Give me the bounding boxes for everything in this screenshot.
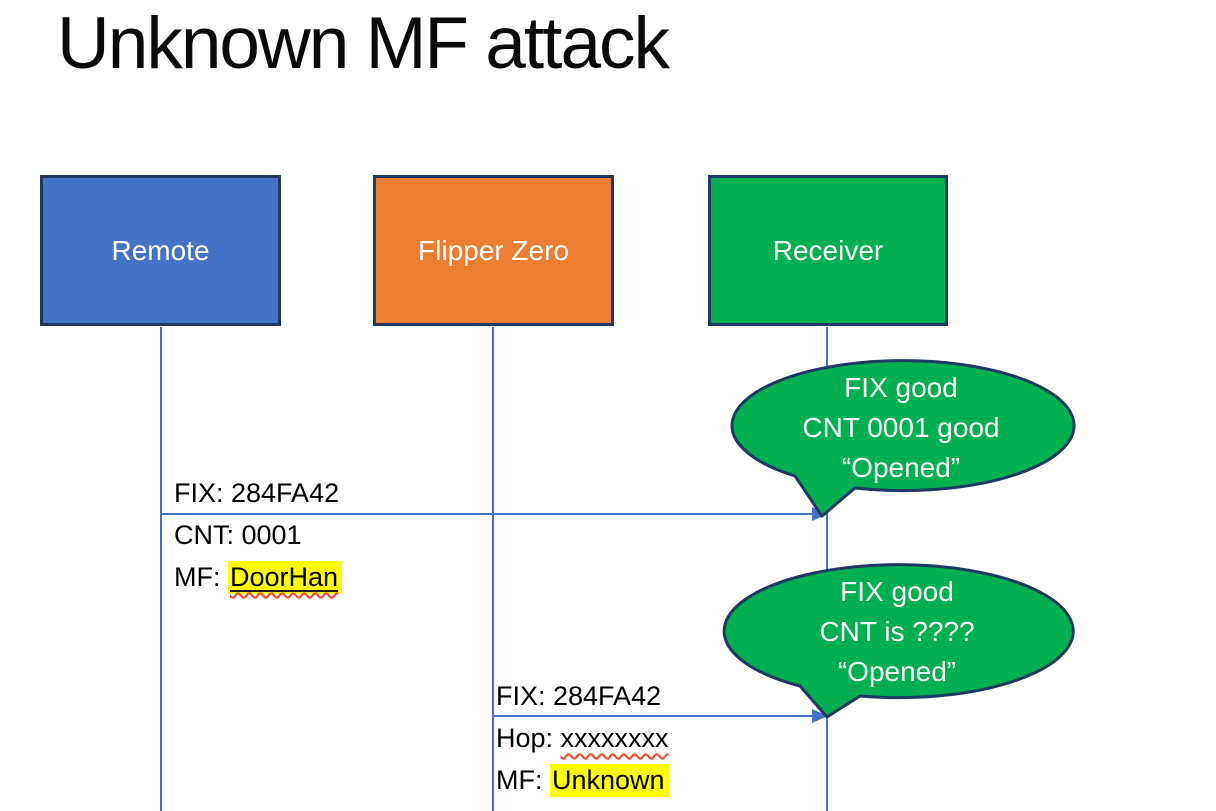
message-1-labels: FIX: 284FA42 CNT: 0001 MF: DoorHan [174, 472, 343, 598]
actor-box-receiver: Receiver [708, 175, 948, 326]
message-2-mf-value: Unknown [550, 764, 669, 797]
message-arrow-1-line [161, 513, 813, 515]
actor-label-flipper-zero: Flipper Zero [418, 234, 569, 266]
actor-label-receiver: Receiver [772, 234, 884, 266]
message-1-mf: MF: DoorHan [174, 556, 343, 598]
actor-box-flipper-zero: Flipper Zero [373, 175, 614, 326]
message-2-labels: FIX: 284FA42 Hop: xxxxxxxx MF: Unknown [496, 675, 669, 801]
speech-bubble-1 [730, 359, 1076, 518]
message-1-cnt: CNT: 0001 [174, 520, 302, 550]
message-1-mf-highlight: DoorHan [228, 561, 343, 594]
speech-bubble-2 [722, 563, 1075, 719]
speech-bubble-1-text: FIX good CNT 0001 good “Opened” [741, 368, 1061, 488]
bubble-2-line-3: “Opened” [837, 656, 957, 687]
bubble-1-line-1: FIX good [844, 372, 958, 403]
message-2-hop-prefix: Hop: [496, 723, 561, 753]
message-2-mf: MF: Unknown [496, 759, 669, 801]
actor-box-remote: Remote [40, 175, 281, 326]
message-1-mf-value: DoorHan [230, 562, 339, 592]
speech-bubble-2-text: FIX good CNT is ???? “Opened” [737, 572, 1057, 692]
message-2-fix: FIX: 284FA42 [496, 681, 662, 711]
lifeline-flipper-zero [492, 327, 494, 811]
message-2-hop-value: xxxxxxxx [560, 723, 669, 753]
lifeline-remote [160, 327, 162, 811]
actor-label-remote: Remote [111, 234, 210, 266]
message-1-fix: FIX: 284FA42 [174, 478, 340, 508]
bubble-2-line-2: CNT is ???? [819, 616, 975, 647]
message-2-hop: Hop: xxxxxxxx [496, 717, 669, 759]
bubble-2-line-1: FIX good [840, 576, 954, 607]
bubble-1-line-3: “Opened” [841, 452, 961, 483]
message-arrow-2-line [493, 715, 813, 717]
bubble-1-line-2: CNT 0001 good [802, 412, 1000, 443]
message-1-mf-prefix: MF: [174, 562, 228, 592]
message-2-mf-prefix: MF: [496, 765, 550, 795]
slide-title: Unknown MF attack [57, 3, 670, 84]
